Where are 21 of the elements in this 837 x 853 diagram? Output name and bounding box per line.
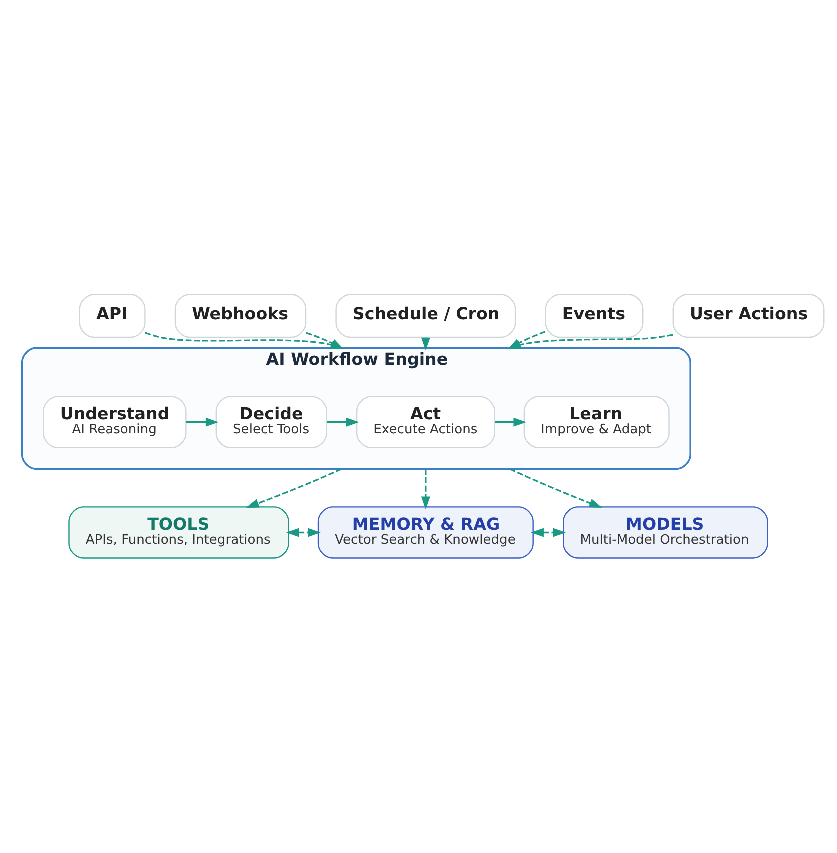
arrow [186, 418, 219, 427]
node-box: API [79, 294, 146, 338]
node-box: Act Execute Actions [356, 396, 496, 448]
node-box: Webhooks [174, 294, 307, 338]
arrow [508, 331, 546, 350]
node-box: Events [545, 294, 644, 338]
arrow [495, 418, 527, 427]
arrow [421, 469, 430, 510]
arrow [508, 334, 674, 350]
arrow [246, 468, 342, 508]
arrow [327, 418, 360, 427]
node-box: TOOLS APIs, Functions, Integrations [68, 506, 290, 559]
node-box: User Actions [672, 294, 825, 338]
node-box: MODELS Multi-Model Orchestration [563, 506, 768, 559]
arrow [531, 528, 566, 538]
node-box: MEMORY & RAG Vector Search & Knowledge [318, 506, 534, 559]
node-box: Decide Select Tools [216, 396, 328, 448]
node-box: Learn Improve & Adapt [524, 396, 670, 448]
arrow [286, 528, 321, 538]
node-box: Understand AI Reasoning [43, 396, 187, 448]
arrow [510, 468, 602, 508]
